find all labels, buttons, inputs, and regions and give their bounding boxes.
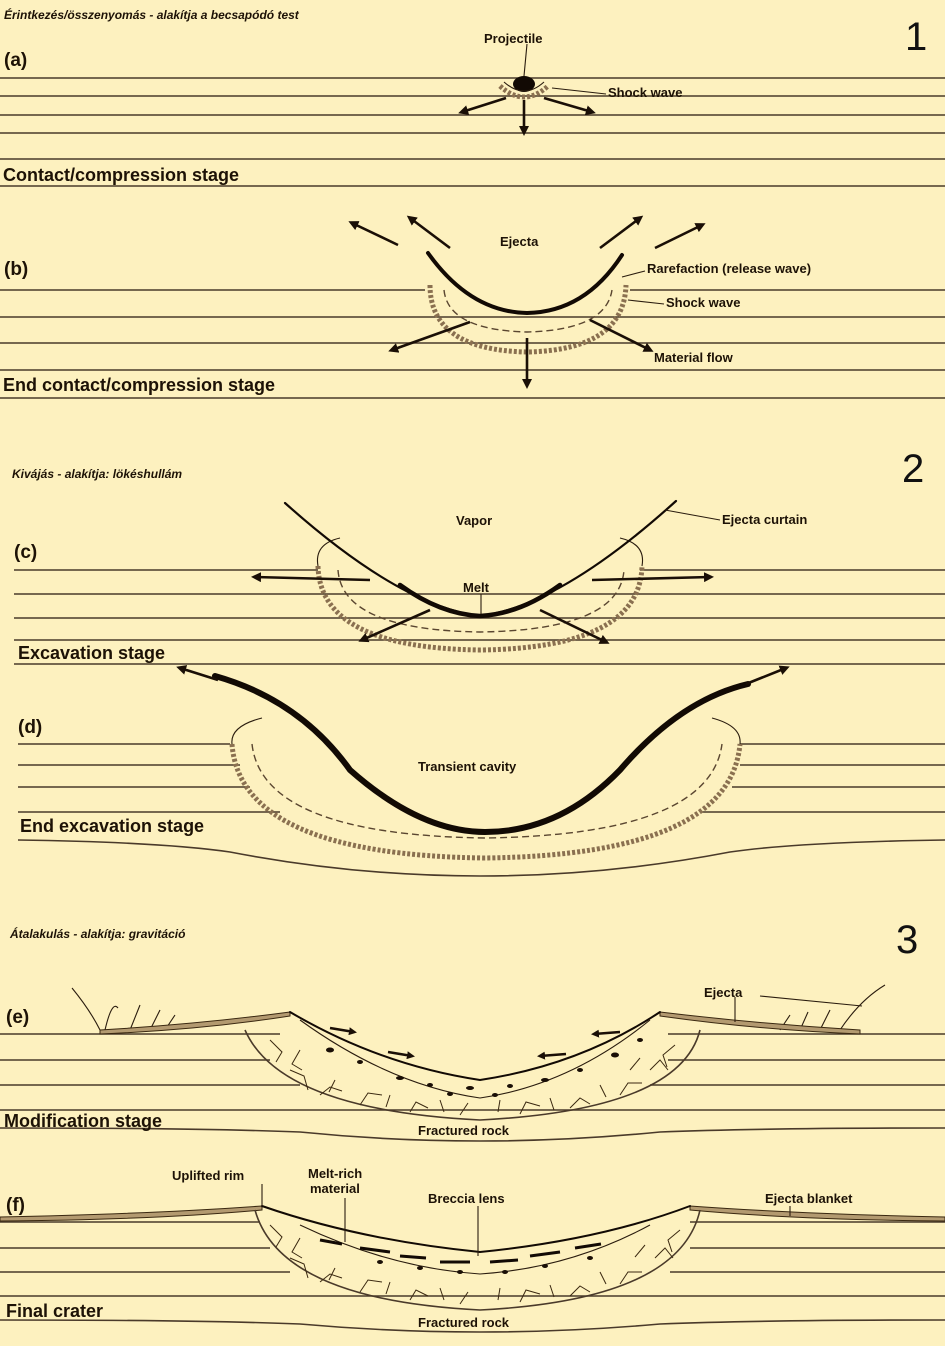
label-uplifted-rim: Uplifted rim [172, 1168, 244, 1183]
panel-b-arrow-ejecta-1 [348, 221, 399, 247]
label-melt: Melt [463, 580, 490, 595]
panel-c-arrow-left [251, 572, 371, 583]
panel-d-letter: (d) [18, 717, 42, 738]
label-melt-rich-2: material [310, 1181, 360, 1196]
panel-d-shock-wave [229, 743, 743, 861]
label-breccia-lens: Breccia lens [428, 1191, 505, 1206]
panel-d-crater-wall [212, 673, 751, 836]
label-rarefaction: Rarefaction (release wave) [647, 261, 811, 276]
panel-e-letter: (e) [6, 1007, 29, 1028]
panel-a-letter: (a) [4, 50, 27, 71]
panel-b-arrow-ejecta-4 [654, 223, 706, 250]
label-ejecta-curtain: Ejecta curtain [722, 512, 807, 527]
label-transient-cavity: Transient cavity [418, 759, 517, 774]
label-shock-wave-b: Shock wave [666, 295, 740, 310]
label-ejecta-b: Ejecta [500, 234, 539, 249]
stage-label-c: Excavation stage [18, 643, 165, 663]
panel-b-shock-wave [427, 284, 629, 355]
panel-f: (f) Uplifted rim Melt-rich ma [0, 1166, 945, 1333]
panel-b-crater-wall [426, 251, 624, 316]
label-ejecta-blanket: Ejecta blanket [765, 1191, 853, 1206]
panel-b-letter: (b) [4, 259, 28, 280]
panel-e-strata [0, 1033, 945, 1142]
panel-b: (b) Ejecta Rarefaction (release wave) Sh… [0, 215, 945, 399]
section-number-2: 2 [902, 447, 924, 491]
label-material-flow: Material flow [654, 350, 734, 365]
panel-c-arrow-down-right [539, 608, 610, 644]
panel-e-crater-floor [289, 1011, 661, 1082]
panel-a-shock-wave [498, 84, 550, 100]
label-fractured-rock-f: Fractured rock [418, 1315, 510, 1330]
header-1: Érintkezés/összenyomás - alakítja a becs… [4, 7, 300, 22]
panel-d: (d) Transient cavity End excavation stag… [17, 665, 945, 877]
panel-a-arrow-right [543, 96, 596, 116]
section-number-3: 3 [896, 918, 918, 962]
panel-a-strata [0, 77, 945, 187]
header-2: Kivájás - alakítja: lökéshullám [12, 467, 182, 481]
stage-label-d: End excavation stage [20, 816, 204, 836]
panel-c: (c) Vapor Ejecta curtain Melt Excavation… [14, 499, 945, 665]
label-projectile: Projectile [484, 31, 543, 46]
panel-f-ejecta-blanket-left [0, 1205, 263, 1222]
panel-c-letter: (c) [14, 542, 37, 563]
panel-d-arrow-right [745, 665, 790, 686]
panel-f-ejecta-blanket-right [689, 1205, 945, 1222]
panel-f-crater-floor [261, 1205, 691, 1254]
label-shock-wave-a: Shock wave [608, 85, 682, 100]
panel-b-arrow-flow-right [589, 318, 654, 352]
label-melt-rich-1: Melt-rich [308, 1166, 362, 1181]
panel-e-arrow-1 [329, 1026, 357, 1036]
label-ejecta-e: Ejecta [704, 985, 743, 1000]
panel-a-arrow-left [458, 96, 507, 115]
panel-a: (a) Projectile Shock wave Contact/compre… [0, 31, 945, 187]
projectile [513, 76, 535, 92]
panel-d-strata [17, 743, 945, 877]
panel-c-strata [14, 569, 945, 665]
panel-b-arrow-ejecta-3 [599, 215, 644, 250]
panel-e-fractured-zone [244, 1029, 701, 1121]
panel-e-arrow-2 [387, 1050, 415, 1060]
panel-d-arrow-left [176, 665, 219, 682]
stage-label-a: Contact/compression stage [3, 165, 239, 185]
panel-c-shock-wave [315, 565, 645, 653]
section-number-1: 1 [905, 15, 927, 59]
panel-f-letter: (f) [6, 1195, 25, 1216]
panel-c-arrow-right [591, 572, 714, 583]
header-3: Átalakulás - alakítja: gravitáció [9, 926, 185, 941]
stage-label-f: Final crater [6, 1301, 103, 1321]
panel-e: (e) [0, 984, 945, 1142]
panel-b-arrow-flow-left [388, 320, 471, 353]
panel-e-arrow-3 [537, 1051, 567, 1060]
stage-label-e: Modification stage [4, 1111, 162, 1131]
label-vapor: Vapor [456, 513, 492, 528]
panel-e-arrow-4 [591, 1029, 621, 1038]
panel-e-ejecta-layer [99, 1011, 291, 1035]
panel-f-fractured-zone [254, 1209, 701, 1311]
panel-f-breccia-lens [299, 1224, 651, 1275]
label-fractured-rock-e: Fractured rock [418, 1123, 510, 1138]
panel-b-arrow-ejecta-2 [406, 215, 451, 250]
panel-f-strata [0, 1221, 945, 1333]
stage-label-b: End contact/compression stage [3, 375, 275, 395]
panel-c-arrow-down-left [358, 608, 431, 643]
